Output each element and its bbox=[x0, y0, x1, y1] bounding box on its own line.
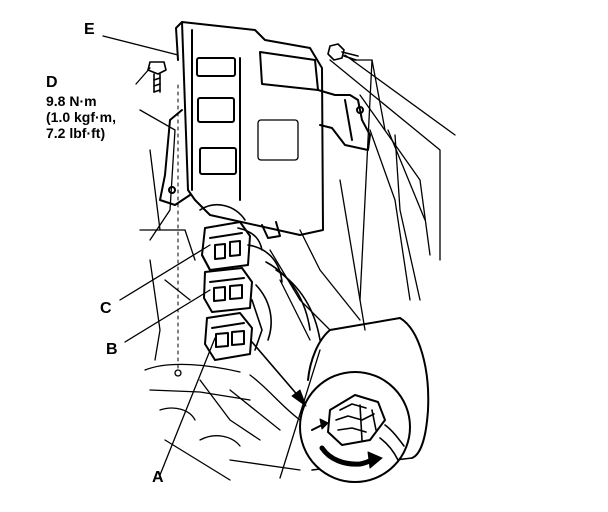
callout-c-label: C bbox=[100, 300, 112, 317]
wire-harness bbox=[199, 204, 321, 351]
leader-a bbox=[159, 337, 216, 476]
torque-spec-nm: 9.8 N·m bbox=[46, 93, 97, 109]
leader-c bbox=[119, 244, 211, 301]
leader-b bbox=[124, 289, 211, 343]
torque-spec-kgfm: (1.0 kgf·m, bbox=[46, 109, 117, 125]
body-structure bbox=[139, 54, 456, 481]
callout-d-label: D bbox=[46, 74, 58, 91]
torque-spec: 9.8 N·m (1.0 kgf·m, 7.2 lbf·ft) bbox=[46, 93, 116, 141]
bolt-d bbox=[147, 61, 167, 93]
leader-bolts bbox=[351, 59, 373, 301]
torque-spec-lbfft: 7.2 lbf·ft) bbox=[46, 125, 106, 141]
ecm-unit bbox=[159, 21, 371, 239]
callout-a-label: A bbox=[152, 469, 164, 486]
callout-b-label: B bbox=[106, 341, 118, 358]
bolt-top-right bbox=[327, 43, 359, 61]
leader-d bbox=[135, 67, 151, 85]
detail-callout bbox=[251, 317, 430, 483]
connector-c bbox=[201, 221, 251, 271]
leader-a-detail bbox=[279, 349, 321, 479]
leader-bolts-2 bbox=[371, 59, 386, 131]
connector-a bbox=[204, 312, 253, 361]
connector-b bbox=[203, 267, 253, 313]
leader-lines bbox=[102, 35, 386, 479]
leader-e bbox=[102, 35, 179, 56]
callout-e-label: E bbox=[84, 21, 95, 38]
